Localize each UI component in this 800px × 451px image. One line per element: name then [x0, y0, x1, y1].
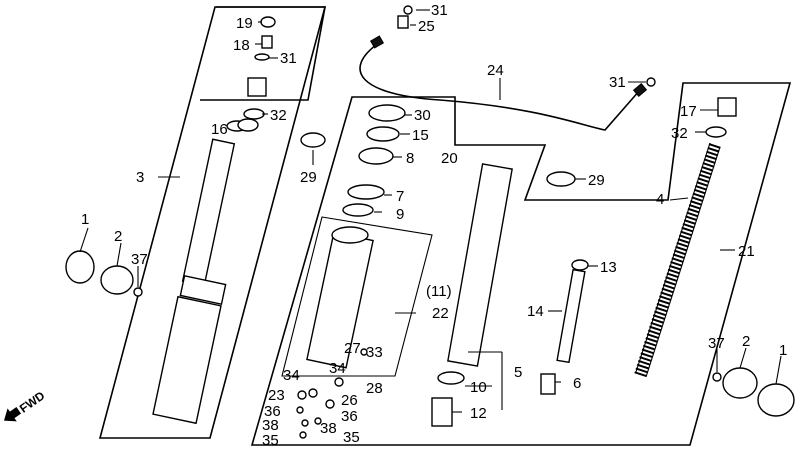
callout-37: 37: [708, 335, 725, 352]
callout-30: 30: [414, 107, 431, 124]
callout-12: 12: [470, 405, 487, 422]
fwd-arrow-icon: [3, 407, 22, 422]
callout-14: 14: [527, 303, 544, 320]
callout-16: 16: [211, 121, 228, 138]
fork-spring-part-4: [634, 97, 737, 378]
callout-labels: 31 25 24 31 19 18 31 32 16 3 29 30 15 8 …: [81, 2, 787, 449]
outer-tube-box-top: [200, 6, 326, 101]
small-hardware: [296, 348, 368, 439]
callout-31: 31: [280, 50, 297, 67]
callout-20: 20: [441, 150, 458, 167]
callout-35: 35: [262, 432, 279, 449]
callout-26: 26: [341, 392, 358, 409]
callout-38: 38: [262, 417, 279, 434]
callout-17: 17: [680, 103, 697, 120]
callout-38: 38: [320, 420, 337, 437]
inner-tube-part-22: [306, 226, 374, 369]
callout-4: 4: [656, 191, 664, 208]
callout-18: 18: [233, 37, 250, 54]
leader-lines: [79, 9, 782, 413]
callout-37: 37: [131, 251, 148, 268]
callout-34: 34: [283, 367, 300, 384]
callout-13: 13: [600, 259, 617, 276]
callout-15: 15: [412, 127, 429, 144]
o-ring-29-right: [546, 171, 576, 187]
callout-7: 7: [396, 188, 404, 205]
callout-34: 34: [329, 360, 346, 377]
callout-35: 35: [343, 429, 360, 446]
fwd-arrow: FWD: [3, 388, 48, 422]
callout-8: 8: [406, 150, 414, 167]
callout-9: 9: [396, 206, 404, 223]
callout-5: 5: [514, 364, 522, 381]
callout-29: 29: [588, 172, 605, 189]
callout-19: 19: [236, 15, 253, 32]
callout-3: 3: [136, 169, 144, 186]
callout-24: 24: [487, 62, 504, 79]
callout-11: (11): [426, 283, 452, 300]
callout-2: 2: [114, 228, 122, 245]
o-ring-29-left: [300, 132, 326, 148]
callout-33: 33: [366, 344, 383, 361]
callout-28: 28: [366, 380, 383, 397]
fork-slider-part-3: [152, 120, 248, 425]
callout-21: 21: [738, 243, 755, 260]
callout-27: 27: [344, 340, 361, 357]
callout-2: 2: [742, 333, 750, 350]
damper-subpanel: [281, 216, 433, 377]
fwd-label: FWD: [17, 388, 48, 415]
callout-36: 36: [341, 408, 358, 425]
seal-stack: [342, 104, 406, 217]
fork-tube-part-5: [431, 163, 513, 427]
callout-6: 6: [573, 375, 581, 392]
callout-10: 10: [470, 379, 487, 396]
brake-hose-part-24: [359, 5, 656, 131]
callout-25: 25: [418, 18, 435, 35]
callout-31: 31: [609, 74, 626, 91]
callout-23: 23: [268, 387, 285, 404]
callout-22: 22: [432, 305, 449, 322]
callout-36: 36: [264, 403, 281, 420]
callout-29: 29: [300, 169, 317, 186]
callout-1: 1: [779, 342, 787, 359]
callout-31: 31: [431, 2, 448, 19]
axle-caps: [65, 250, 795, 417]
center-panel: [250, 82, 792, 446]
damper-rod-part-14: [540, 259, 589, 395]
callout-32: 32: [671, 125, 688, 142]
callout-1: 1: [81, 211, 89, 228]
callout-32: 32: [270, 107, 287, 124]
